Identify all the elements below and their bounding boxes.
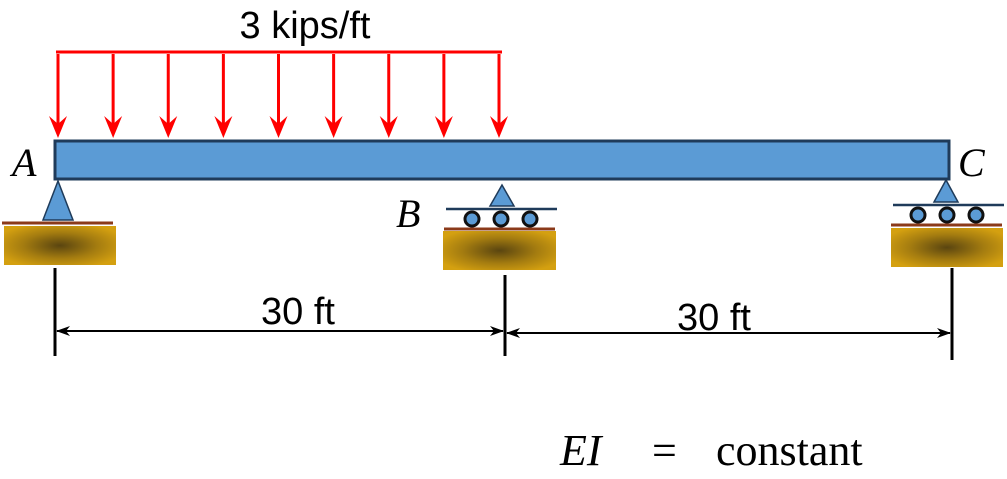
load-arrow-head-icon	[159, 116, 178, 138]
span-label-bc: 30 ft	[677, 297, 751, 339]
roller-icon	[938, 206, 956, 224]
load-arrow-head-icon	[104, 116, 123, 138]
load-arrow-head-icon	[214, 116, 233, 138]
point-label-c: C	[958, 140, 986, 185]
property-value: constant	[716, 426, 863, 475]
roller-support-icon	[488, 183, 516, 207]
point-label-b: B	[396, 191, 420, 236]
point-label-a: A	[9, 140, 37, 185]
support-b	[443, 183, 557, 270]
load-arrow-head-icon	[269, 116, 288, 138]
beam	[53, 139, 951, 181]
load-arrow-head-icon	[324, 116, 343, 138]
roller-icon	[492, 210, 510, 228]
roller-icon	[463, 210, 481, 228]
pin-support-icon	[41, 178, 75, 221]
span-label-ab: 30 ft	[261, 291, 335, 333]
load-arrow-head-icon	[490, 116, 508, 138]
property-equals: =	[652, 426, 677, 475]
support-c	[891, 178, 1004, 267]
support-a	[2, 178, 116, 265]
support-b-ground	[443, 231, 556, 270]
roller-icon	[521, 210, 539, 228]
load-arrow-head-icon	[379, 116, 398, 138]
load-label: 3 kips/ft	[240, 5, 371, 47]
roller-icon	[967, 206, 985, 224]
load-arrows	[49, 54, 508, 138]
distributed-load	[49, 50, 508, 138]
roller-support-icon	[932, 178, 960, 203]
support-c-ground	[891, 228, 1003, 267]
load-arrow-head-icon	[434, 116, 453, 138]
load-arrow-head-icon	[49, 116, 67, 138]
roller-icon	[909, 206, 927, 224]
property-ei: EI	[559, 426, 604, 475]
support-a-ground	[4, 226, 116, 265]
